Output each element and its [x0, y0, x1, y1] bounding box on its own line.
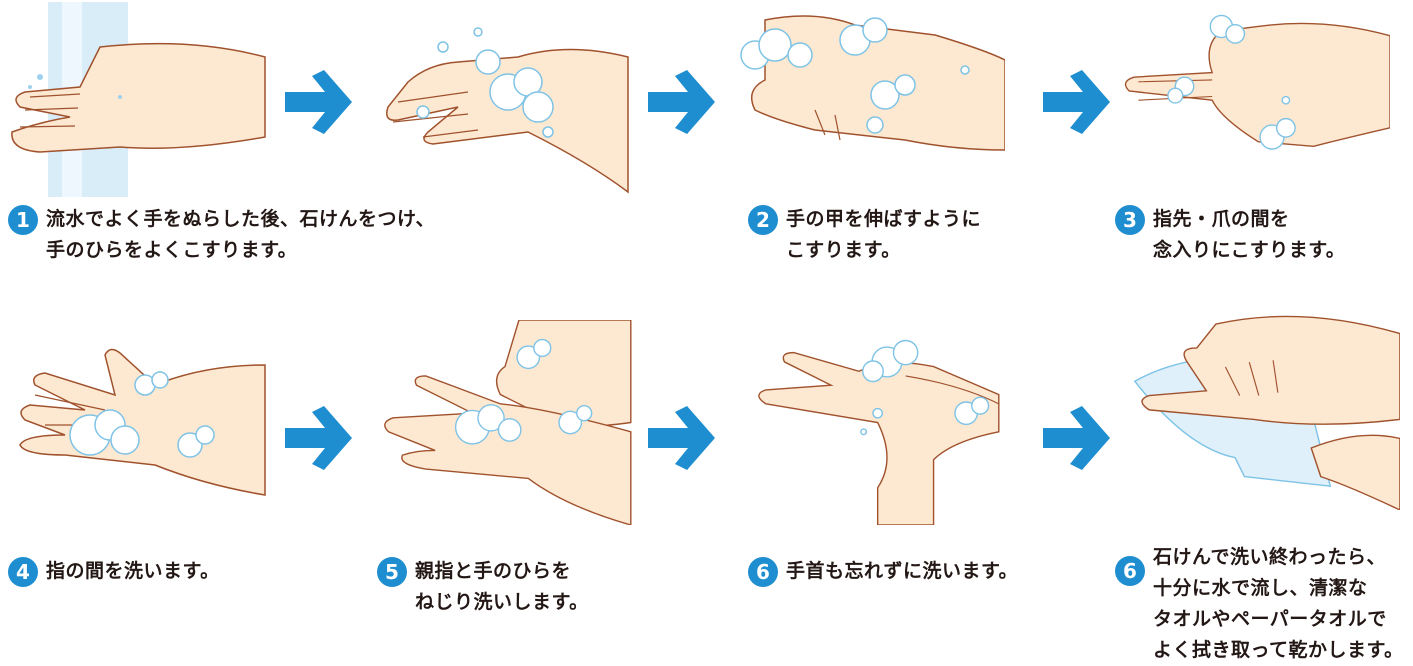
illustration-wrist	[738, 320, 1008, 525]
step-4-text: 指の間を洗います。	[46, 560, 220, 582]
arrow-right-icon	[1038, 62, 1118, 142]
number-badge-icon: 1	[8, 205, 38, 235]
illustration-between-fingers	[5, 325, 275, 530]
number-badge-icon: 2	[748, 205, 778, 235]
illustration-back-of-hands	[735, 0, 1005, 205]
arrow-right-icon	[280, 62, 360, 142]
step-3: 3 指先・爪の間を 念入りにこすります。	[1115, 204, 1345, 266]
illustration-dry-towel	[1130, 305, 1400, 510]
illustration-rub-palms	[368, 2, 638, 207]
step-7-text: 石けんで洗い終わったら、 十分に水で流し、清潔な タオルやペーパータオルで よく…	[1153, 546, 1404, 661]
number-badge-icon: 5	[377, 557, 407, 587]
number-badge-icon: 4	[8, 557, 38, 587]
step-6: 6 手首も忘れずに洗います。	[748, 556, 1018, 587]
number-badge-icon: 6	[1115, 556, 1145, 586]
number-badge-icon: 3	[1115, 205, 1145, 235]
arrow-right-icon	[280, 398, 360, 478]
illustration-wet-hands	[0, 2, 270, 207]
step-6-text: 手首も忘れずに洗います。	[786, 560, 1019, 582]
arrow-right-icon	[1038, 398, 1118, 478]
step-1-text: 流水でよく手をぬらした後、石けんをつけ、 手のひらをよくこすります。	[46, 208, 436, 261]
illustration-fingertips	[1120, 0, 1390, 205]
step-1: 1 流水でよく手をぬらした後、石けんをつけ、 手のひらをよくこすります。	[8, 204, 435, 266]
number-badge-icon: 6	[748, 557, 778, 587]
step-5: 5 親指と手のひらを ねじり洗いします。	[377, 556, 589, 618]
arrow-right-icon	[643, 62, 723, 142]
step-2: 2 手の甲を伸ばすように こすります。	[748, 204, 981, 266]
step-2-text: 手の甲を伸ばすように こすります。	[786, 208, 982, 261]
step-7: 6 石けんで洗い終わったら、 十分に水で流し、清潔な タオルやペーパータオルで …	[1115, 542, 1404, 666]
step-3-text: 指先・爪の間を 念入りにこすります。	[1153, 208, 1346, 261]
illustration-twist-thumb	[370, 320, 640, 525]
step-4: 4 指の間を洗います。	[8, 556, 220, 587]
step-5-text: 親指と手のひらを ねじり洗いします。	[415, 560, 589, 613]
arrow-right-icon	[643, 398, 723, 478]
